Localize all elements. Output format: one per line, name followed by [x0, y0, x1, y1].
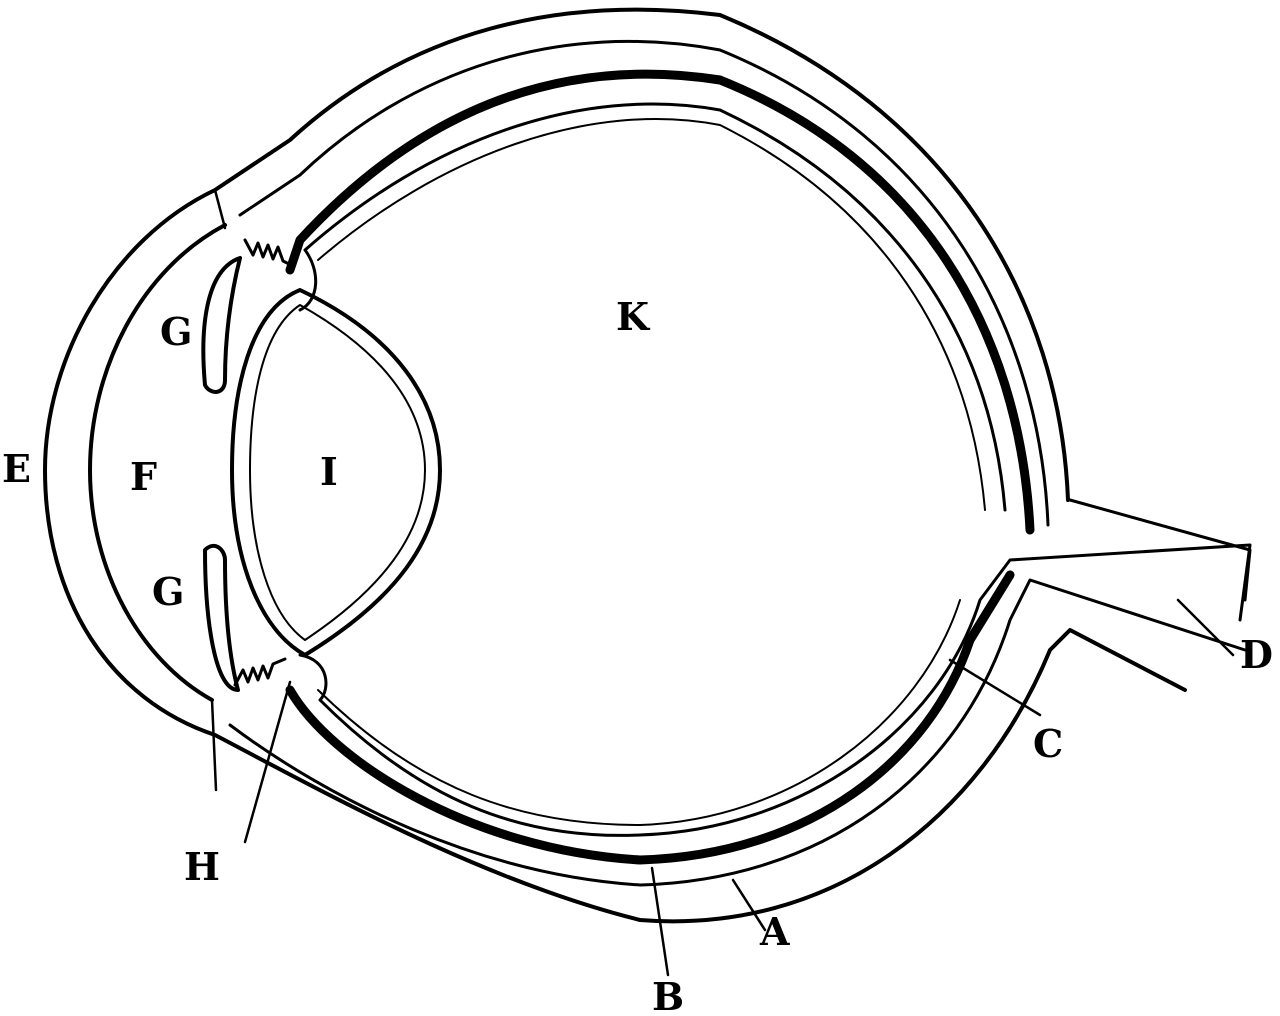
label-G-upper: G [160, 309, 192, 354]
choroid [285, 69, 1035, 865]
label-K: K [616, 294, 651, 339]
label-C: C [1033, 721, 1063, 766]
label-E: E [2, 446, 31, 491]
label-G-lower: G [152, 569, 184, 614]
label-H: H [184, 844, 220, 889]
label-I: I [320, 449, 338, 494]
lens [230, 288, 442, 657]
label-D: D [1240, 632, 1273, 677]
iris-upper [201, 256, 242, 394]
ciliary-lower [233, 657, 287, 687]
iris-lower [203, 543, 240, 692]
optic-nerve [1068, 498, 1252, 602]
ciliary-upper [243, 238, 295, 268]
cornea-inner [88, 223, 227, 702]
label-A: A [759, 909, 790, 954]
sclera-inner [228, 39, 1247, 887]
limbus-marks [210, 188, 227, 792]
label-F: F [130, 454, 157, 499]
leaders [243, 598, 1235, 977]
label-B: B [652, 974, 684, 1016]
retina-inner [317, 118, 986, 826]
sclera-outer [43, 7, 1187, 924]
lens-inner [249, 304, 426, 641]
retina [298, 102, 1252, 837]
